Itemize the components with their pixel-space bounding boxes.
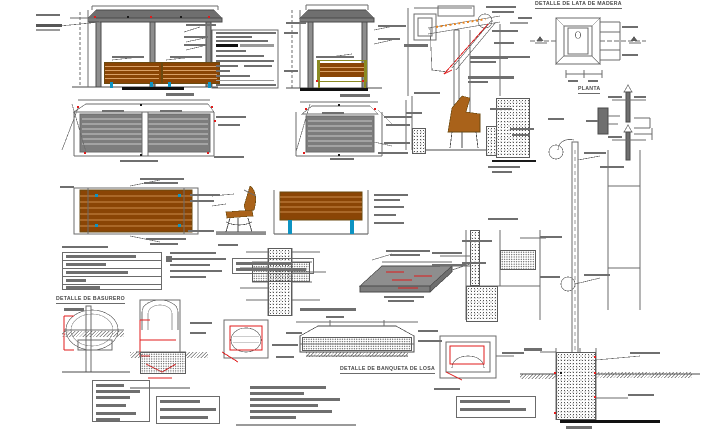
ground-hatch-right xyxy=(596,372,692,378)
bench-leg-left-2 xyxy=(150,82,153,88)
bottom-notes-box xyxy=(456,396,536,418)
basurero-ground-hatch2 xyxy=(130,352,142,358)
node-marker xyxy=(127,16,129,18)
node-marker xyxy=(362,80,364,82)
post-footing-concrete xyxy=(470,230,480,286)
basurero-notes-box-2 xyxy=(156,396,220,424)
node-marker xyxy=(338,154,340,156)
roof-joint-bolt-line xyxy=(435,18,486,28)
notes-table xyxy=(62,252,162,290)
basurero-notes-box xyxy=(92,380,150,422)
bench-leg-plan xyxy=(178,194,181,197)
banqueta-base-hatch xyxy=(306,352,408,357)
node-marker xyxy=(554,412,556,414)
annotation-text xyxy=(166,93,194,96)
node-marker xyxy=(554,372,556,374)
bench-leg-plan xyxy=(178,224,181,227)
node-marker xyxy=(560,372,562,374)
node-marker xyxy=(374,108,376,110)
node-marker xyxy=(94,16,96,18)
annotation-text xyxy=(170,56,202,58)
node-marker xyxy=(316,80,318,82)
node-marker xyxy=(594,372,596,374)
node-marker xyxy=(140,104,142,106)
annotation-text xyxy=(186,24,216,26)
bench-leg-left-1 xyxy=(110,82,113,88)
basurero-footing-fill xyxy=(140,352,186,374)
lamp-footing-concrete xyxy=(556,352,596,420)
title-banqueta: DETALLE DE BANQUETA DE LOSA xyxy=(340,366,436,374)
node-marker xyxy=(594,396,596,398)
node-marker xyxy=(208,16,210,18)
basurero-ground-hatch xyxy=(62,331,124,337)
node-marker xyxy=(303,152,305,154)
banqueta-fill xyxy=(302,337,412,351)
annotation-text xyxy=(184,36,208,38)
bench-leg-plan xyxy=(95,224,98,227)
node-marker xyxy=(338,104,340,106)
title-basurero: DETALLE DE BASURERO xyxy=(56,296,126,304)
bench-leg xyxy=(350,220,354,234)
ground-hatch-left xyxy=(520,374,556,379)
node-marker xyxy=(305,108,307,110)
notes-box-2 xyxy=(232,258,314,274)
node-marker xyxy=(140,154,142,156)
bench-leg-plan xyxy=(95,194,98,197)
node-marker xyxy=(214,120,216,122)
title-lata-madera: DETALLE DE LATA DE MADERA xyxy=(535,1,622,9)
annotation-text xyxy=(184,44,206,46)
node-marker xyxy=(84,152,86,154)
node-marker xyxy=(77,106,79,108)
title-planta: PLANTA xyxy=(578,86,601,94)
post-footing-base xyxy=(466,286,498,322)
bench-seat-side xyxy=(317,60,367,82)
node-marker xyxy=(594,356,596,358)
basurero-ground-hatch3 xyxy=(186,352,208,358)
annotation-text xyxy=(112,56,144,58)
node-marker xyxy=(150,16,152,18)
annotation-text xyxy=(36,24,62,27)
node-marker xyxy=(180,16,182,18)
post-footing-fill xyxy=(500,250,536,270)
node-marker xyxy=(207,152,209,154)
node-marker xyxy=(211,106,213,108)
annotation-text xyxy=(36,29,60,31)
bench-leg xyxy=(288,220,292,234)
annotation-text xyxy=(122,87,184,90)
footing-seat-concrete xyxy=(412,128,426,154)
